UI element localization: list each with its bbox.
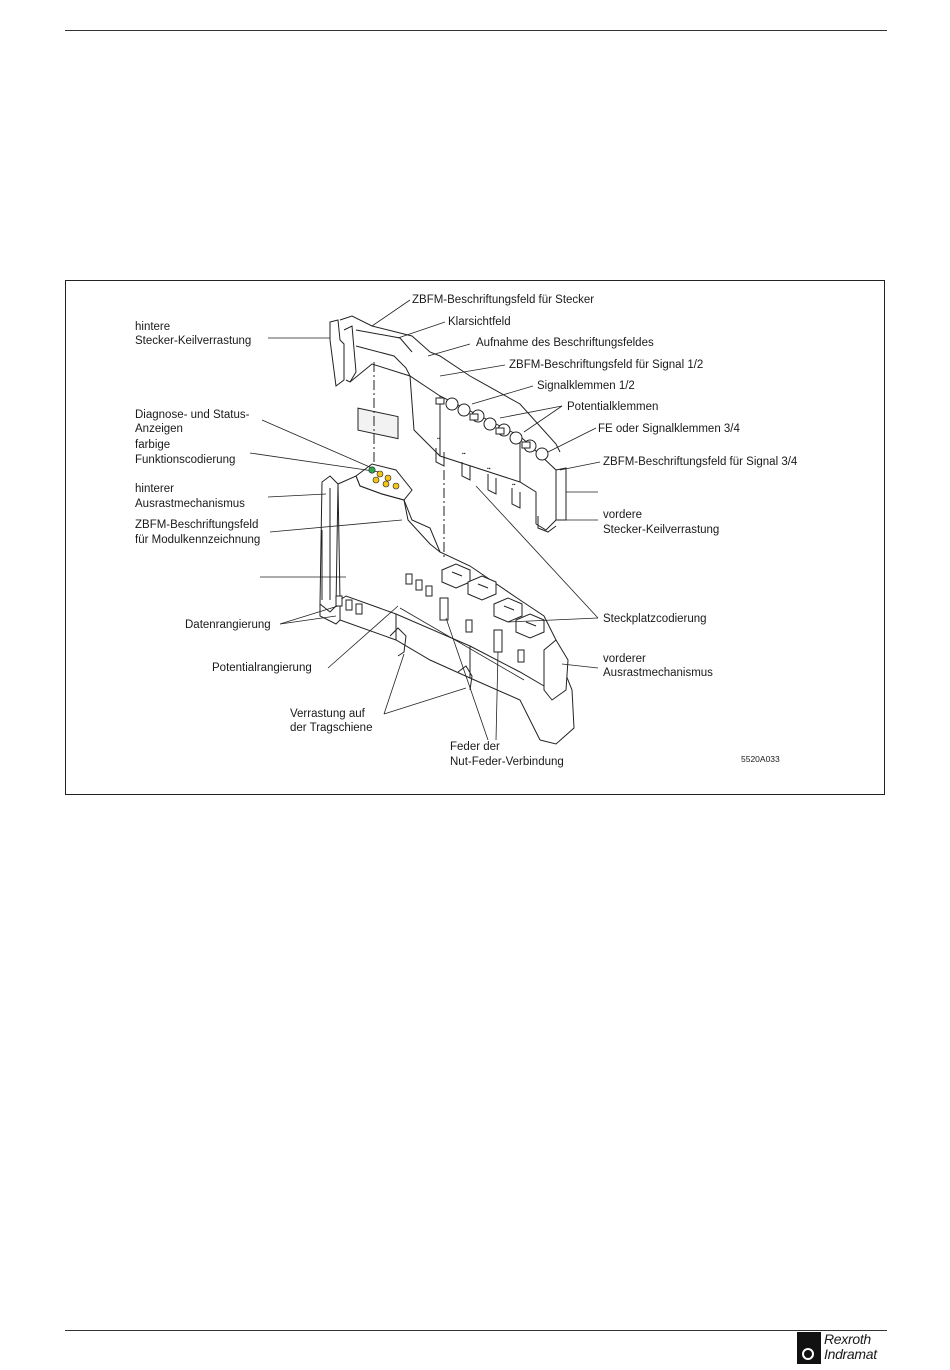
label-zbfm-modul-2: für Modulkennzeichnung (135, 534, 261, 546)
label-potentialrangierung: Potentialrangierung (212, 662, 312, 674)
label-vordere-keil-1: vordere (603, 509, 642, 521)
label-hinterer-aus-1: hinterer (135, 483, 174, 495)
rexroth-indramat-logo: Rexroth Indramat (797, 1332, 889, 1366)
leader-lines (249, 299, 601, 741)
label-farbige-1: farbige (135, 439, 171, 451)
label-feder-2: Nut-Feder-Verbindung (450, 756, 564, 768)
led-green (368, 466, 376, 474)
label-zbfm-signal34: ZBFM-Beschriftungsfeld für Signal 3/4 (603, 456, 798, 468)
svg-text:▪▪: ▪▪ (462, 451, 466, 457)
logo-mark-icon (797, 1332, 821, 1364)
label-hintere-keil-2: Stecker-Keilverrastung (135, 335, 252, 347)
svg-text:▪▪: ▪▪ (487, 466, 491, 472)
label-hinterer-aus-2: Ausrastmechanismus (135, 498, 245, 510)
label-feder-1: Feder der (450, 741, 500, 753)
led-yellow (392, 482, 400, 490)
svg-text:▪▪: ▪▪ (437, 436, 441, 442)
logo-line2: Indramat (824, 1346, 877, 1362)
label-potentialklemmen: Potentialklemmen (567, 401, 659, 413)
bottom-rule (65, 1330, 887, 1331)
figure-frame (65, 280, 885, 795)
label-vorderer-aus-2: Ausrastmechanismus (603, 667, 713, 679)
led-yellow (384, 474, 392, 482)
base-module-drawing (319, 463, 575, 745)
label-fe-signal34: FE oder Signalklemmen 3/4 (598, 423, 740, 435)
label-zbfm-stecker: ZBFM-Beschriftungsfeld für Stecker (412, 294, 595, 306)
svg-text:▪▪: ▪▪ (512, 482, 516, 488)
label-diagnose-2: Anzeigen (135, 423, 183, 435)
led-yellow (372, 476, 380, 484)
label-klarsichtfeld: Klarsichtfeld (448, 316, 511, 328)
label-verrastung-1: Verrastung auf (290, 708, 365, 720)
label-farbige-2: Funktionscodierung (135, 454, 236, 466)
label-aufnahme: Aufnahme des Beschriftungsfeldes (476, 337, 654, 349)
label-signalklemmen12: Signalklemmen 1/2 (537, 380, 635, 392)
logo-line1: Rexroth (824, 1331, 871, 1347)
figure-code: 5520A033 (741, 754, 780, 764)
status-leds (368, 466, 400, 490)
led-yellow (376, 470, 384, 478)
label-zbfm-modul-1: ZBFM-Beschriftungsfeld (135, 519, 259, 531)
top-rule (65, 30, 887, 31)
label-datenrangierung: Datenrangierung (185, 619, 271, 631)
label-vorderer-aus-1: vorderer (603, 653, 646, 665)
label-hintere-keil-1: hintere (135, 321, 171, 333)
label-zbfm-signal12: ZBFM-Beschriftungsfeld für Signal 1/2 (509, 359, 704, 371)
label-steckplatz: Steckplatzcodierung (603, 613, 707, 625)
label-diagnose-1: Diagnose- und Status- (135, 409, 250, 421)
label-vordere-keil-2: Stecker-Keilverrastung (603, 524, 720, 536)
label-verrastung-2: der Tragschiene (290, 722, 373, 734)
led-yellow (382, 480, 390, 488)
